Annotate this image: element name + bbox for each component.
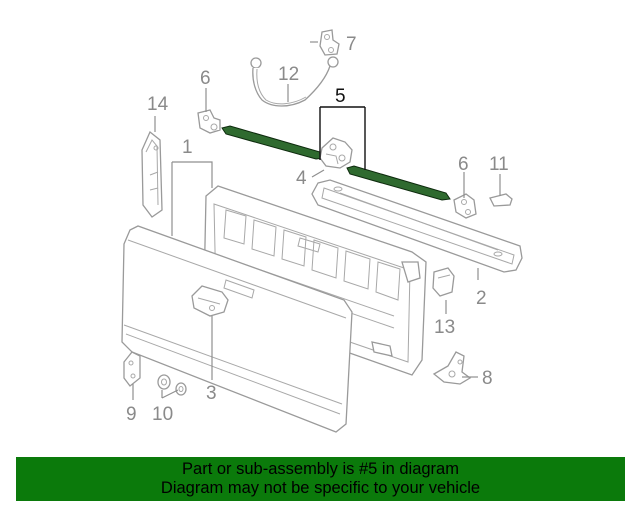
callout-7: 7: [346, 34, 357, 55]
banner-line-part: Part or sub-assembly is #5 in diagram: [182, 460, 459, 478]
callout-6-right: 6: [458, 154, 469, 175]
callout-8: 8: [482, 368, 493, 389]
callout-labels: 14 1 6 7 12 5 4 6 11 2 13 8 3 9 10: [126, 34, 509, 425]
part-7-cable-hook: [319, 29, 340, 56]
callout-13: 13: [434, 317, 455, 338]
part-12-support-cable: [250, 56, 339, 107]
part-11-clip: [489, 193, 513, 207]
part-8-latch: [432, 351, 472, 385]
part-13-bumper: [432, 267, 455, 297]
part-1-tailgate-outer: [121, 225, 353, 433]
callout-11: 11: [489, 154, 509, 175]
callout-9: 9: [126, 404, 137, 425]
part-3-handle: [191, 285, 229, 317]
callout-4: 4: [296, 168, 307, 189]
part-6-hinge-left: [197, 109, 221, 134]
part-9-striker: [123, 351, 141, 387]
part-4-handle-mechanism: [319, 137, 353, 169]
callout-5: 5: [335, 86, 346, 107]
callout-14: 14: [147, 94, 169, 115]
callout-1: 1: [182, 137, 193, 158]
banner-line-disclaimer: Diagram may not be specific to your vehi…: [160, 479, 481, 497]
part-6-hinge-right: [453, 193, 477, 219]
part-1-tailgate-inner: [203, 185, 427, 376]
callout-10: 10: [152, 404, 173, 425]
callout-2: 2: [476, 288, 487, 309]
part-5-latch-rods: [221, 125, 451, 201]
leader-lines: [132, 41, 501, 400]
callout-6-left: 6: [200, 68, 211, 89]
callout-12: 12: [278, 64, 299, 85]
part-2-inner-panel: [311, 179, 523, 273]
callout-3: 3: [206, 383, 217, 404]
part-14-side-trim: [141, 130, 163, 218]
part-10-bushings: [157, 374, 187, 396]
info-banner: Part or sub-assembly is #5 in diagram Di…: [16, 457, 625, 501]
